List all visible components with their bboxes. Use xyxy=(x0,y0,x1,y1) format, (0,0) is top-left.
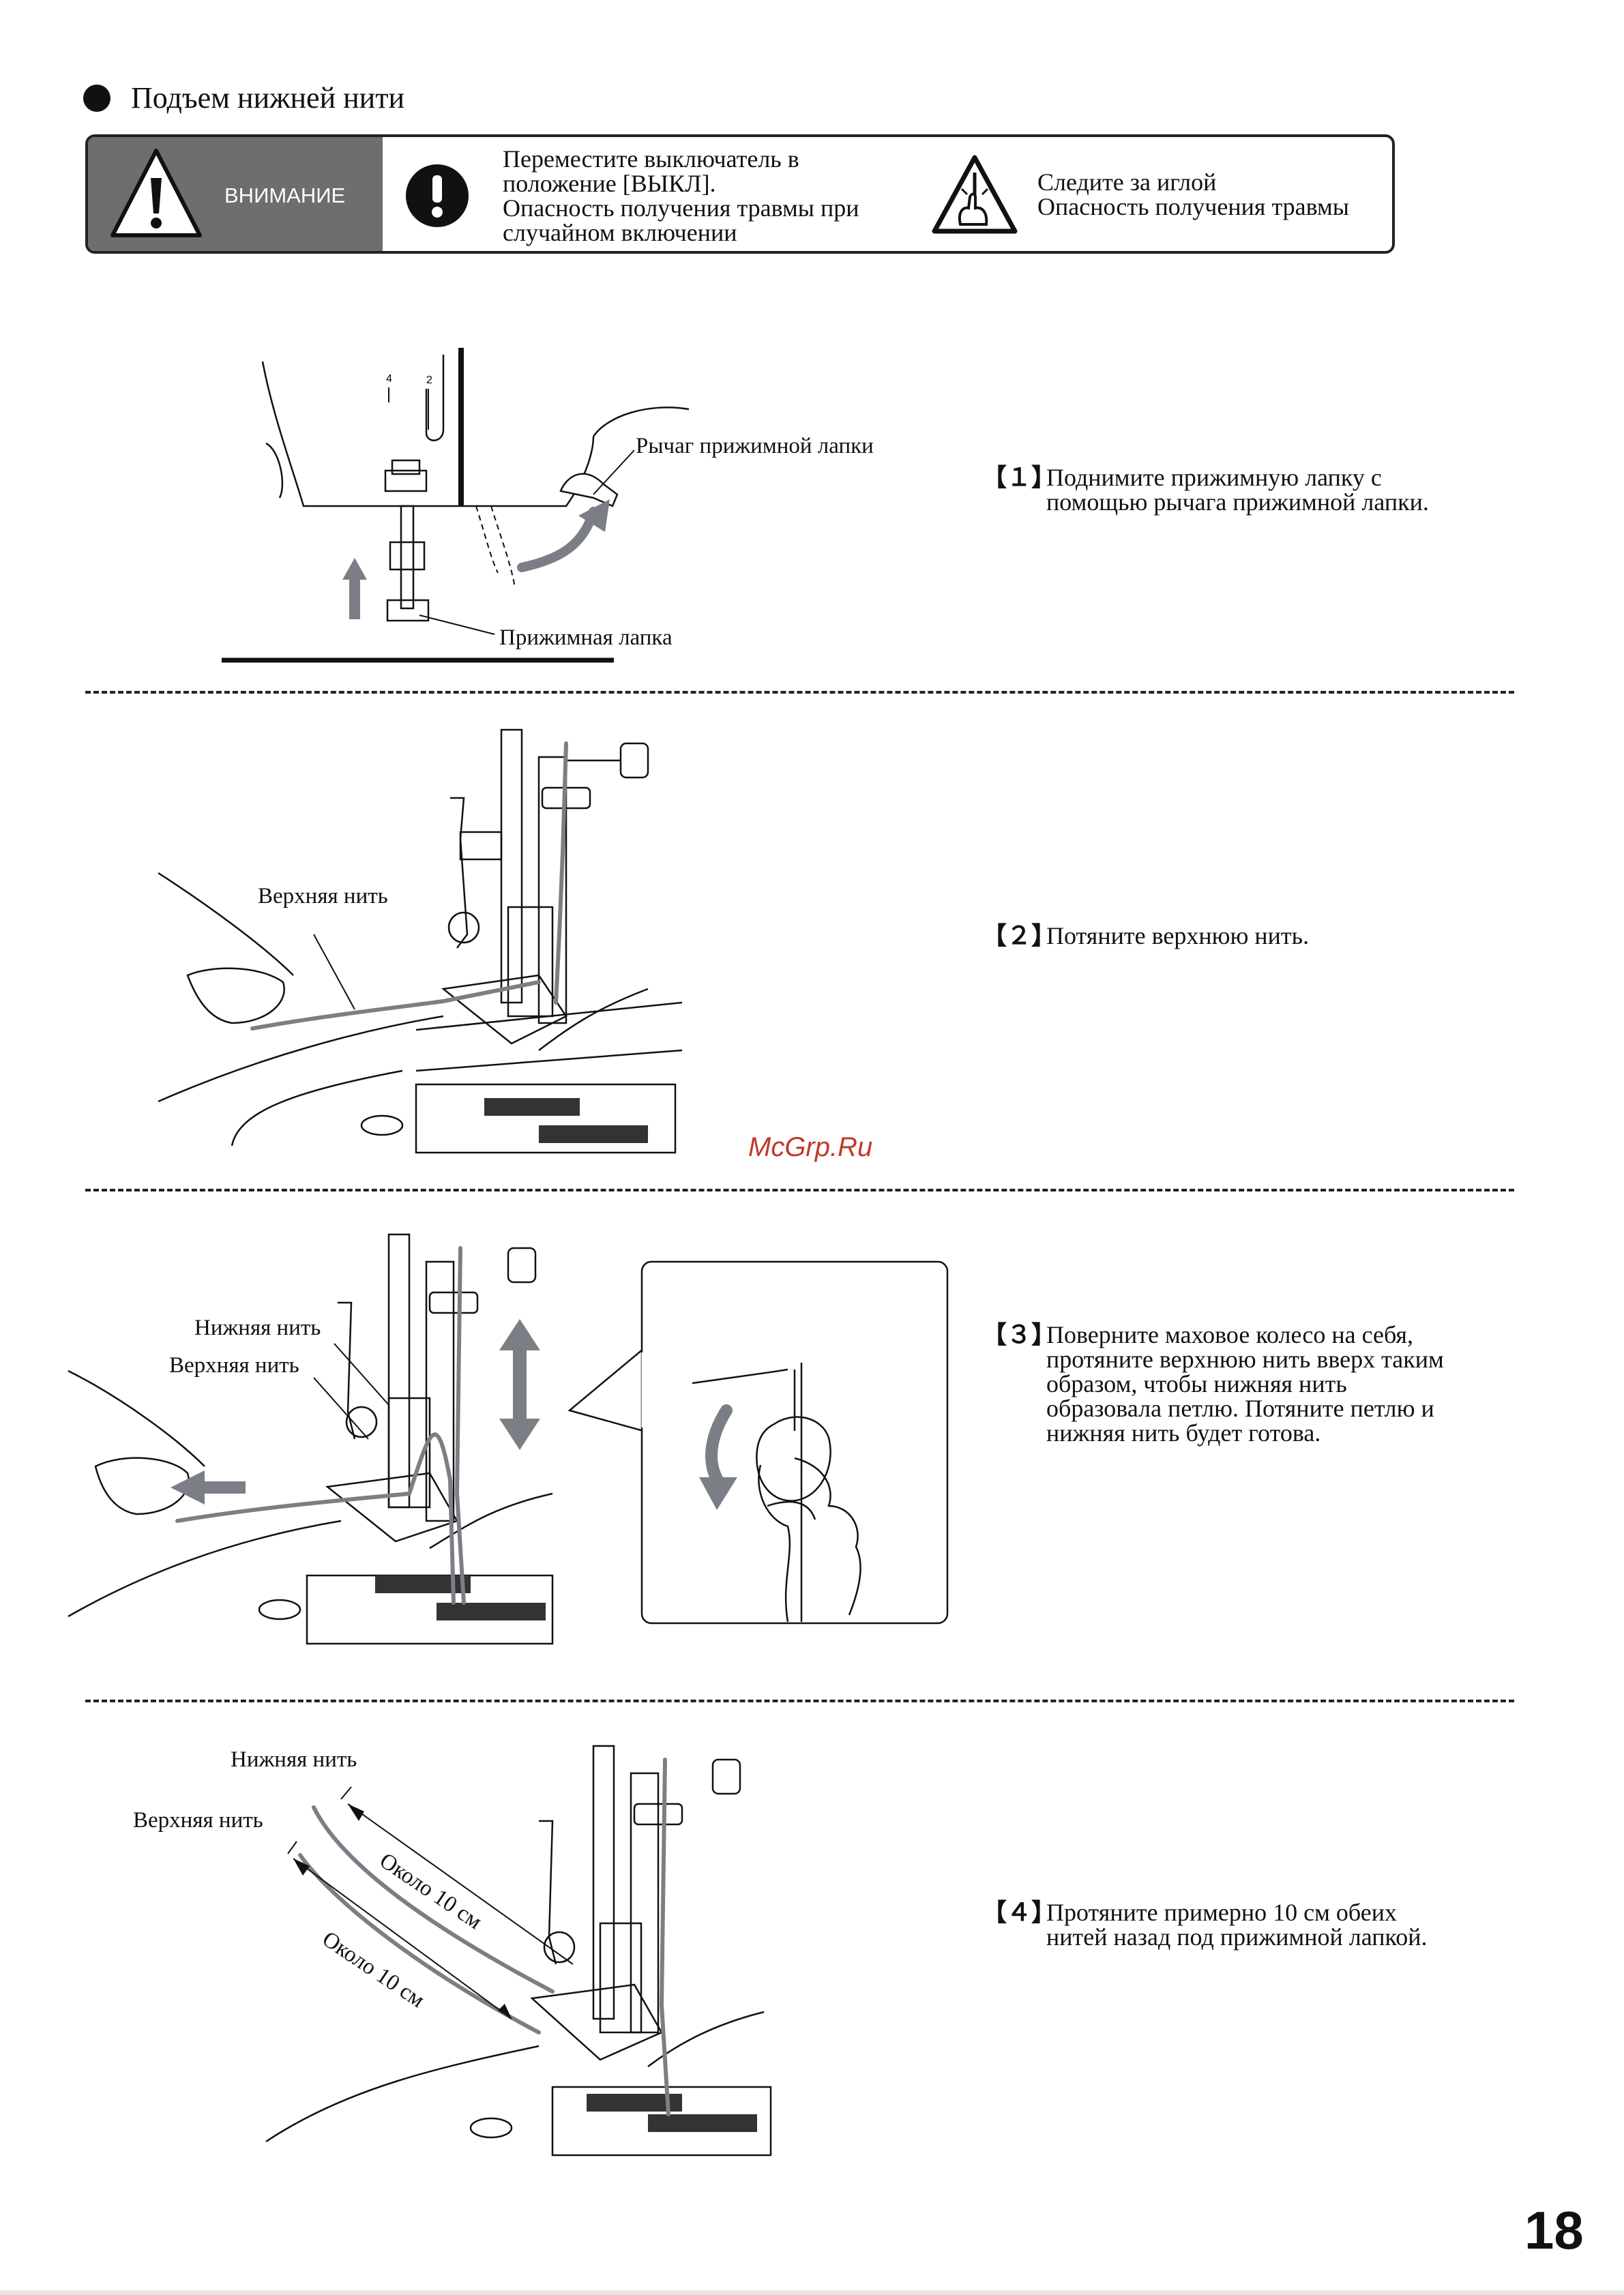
warning-triangle-icon xyxy=(110,149,202,237)
page-number: 18 xyxy=(1524,2200,1584,2260)
power-warning-text: Переместите выключатель в положение [ВЫК… xyxy=(503,147,859,245)
step-line: помощью рычага прижимной лапки. xyxy=(1046,488,1429,516)
step-number: 【３】 xyxy=(982,1320,1057,1348)
step-3: 【３】 Поверните маховое колесо на себя, пр… xyxy=(982,1320,1444,1446)
step-line: протяните верхнюю нить вверх таким xyxy=(1046,1346,1444,1373)
warning-label: ВНИМАНИЕ xyxy=(224,183,346,207)
figure-2-pull-upper-thread xyxy=(158,728,683,1154)
figure-1-presser-lever: 2 4 xyxy=(222,348,690,663)
step-line: Протяните примерно 10 см обеих xyxy=(1046,1899,1397,1926)
needle-hazard-icon xyxy=(932,155,1018,234)
needle-warning-text: Следите за иглой Опасность получения тра… xyxy=(1037,170,1349,219)
step-4: 【４】 Протяните примерно 10 см обеих нитей… xyxy=(982,1898,1427,1950)
step-line: нижняя нить будет готова. xyxy=(1046,1419,1321,1447)
fig1-lever-label: Рычаг прижимной лапки xyxy=(636,434,874,458)
svg-text:2: 2 xyxy=(426,374,432,386)
bottom-rule xyxy=(0,2290,1624,2295)
bullet-icon xyxy=(83,84,110,112)
fig3-upper-label: Верхняя нить xyxy=(169,1353,299,1378)
watermark: McGrp.Ru xyxy=(748,1132,873,1162)
fig3-lower-label: Нижняя нить xyxy=(194,1316,321,1340)
needle-warning-line: Опасность получения травмы xyxy=(1037,193,1349,220)
power-warning-line: Опасность получения травмы при xyxy=(503,194,859,222)
step-line: образом, чтобы нижняя нить xyxy=(1046,1370,1347,1397)
fig4-lower-label: Нижняя нить xyxy=(231,1747,357,1772)
power-warning-line: положение [ВЫКЛ]. xyxy=(503,170,716,197)
power-warning-line: Переместите выключатель в xyxy=(503,145,799,173)
power-warning-line: случайном включении xyxy=(503,219,737,246)
step-line: Потяните верхнюю нить. xyxy=(1046,922,1310,949)
warning-box: ВНИМАНИЕ Переместите выключатель в полож… xyxy=(85,134,1395,254)
step-number: 【２】 xyxy=(982,921,1057,949)
step-1: 【１】 Поднимите прижимную лапку с помощью … xyxy=(982,463,1429,515)
section-title: Подъем нижней нити xyxy=(83,80,404,115)
fig1-foot-label: Прижимная лапка xyxy=(499,625,673,650)
figure-4-pull-back-threads xyxy=(265,1745,772,2157)
fig2-upper-label: Верхняя нить xyxy=(258,884,388,908)
step-number: 【１】 xyxy=(982,463,1057,491)
step-line: образовала петлю. Потяните петлю и xyxy=(1046,1395,1434,1422)
exclamation-circle-icon xyxy=(406,164,469,227)
separator xyxy=(85,1700,1514,1702)
step-line: Поверните маховое колесо на себя, xyxy=(1046,1321,1413,1348)
separator xyxy=(85,691,1514,694)
fig4-upper-label: Верхняя нить xyxy=(133,1808,263,1833)
separator xyxy=(85,1189,1514,1191)
step-line: Поднимите прижимную лапку с xyxy=(1046,464,1382,491)
section-title-text: Подъем нижней нити xyxy=(131,81,405,115)
step-line: нитей назад под прижимной лапкой. xyxy=(1046,1923,1428,1951)
arrow-mark-4: 4 xyxy=(386,373,392,385)
warning-label-panel: ВНИМАНИЕ xyxy=(88,137,383,251)
figure-3-form-loop xyxy=(68,1233,554,1645)
step-2: 【２】 Потяните верхнюю нить. xyxy=(982,921,1309,949)
step-number: 【４】 xyxy=(982,1898,1057,1926)
handwheel-inset xyxy=(567,1260,949,1625)
needle-warning-line: Следите за иглой xyxy=(1037,168,1217,196)
